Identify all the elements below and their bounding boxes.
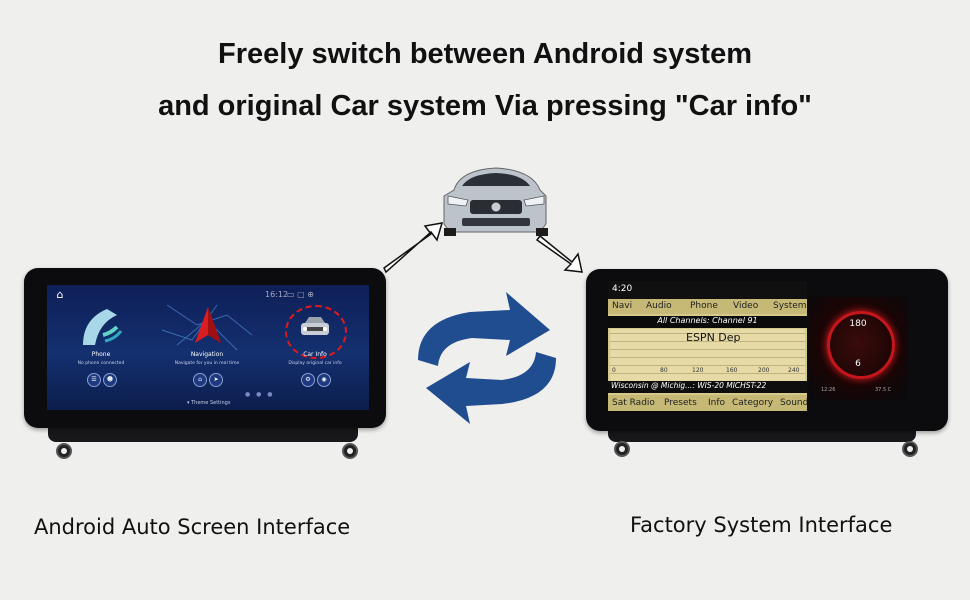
factory-mount-tab-right [902, 441, 918, 457]
home-icon[interactable]: ⌂ [56, 288, 64, 301]
car-status-icon[interactable]: ◉ [317, 373, 331, 387]
scale-tick: 240 [788, 367, 800, 374]
factory-tab-bar: Navi Audio Phone Video System [608, 299, 807, 314]
caption-android: Android Auto Screen Interface [34, 515, 351, 539]
tab-phone[interactable]: Phone [690, 301, 718, 311]
android-mount-tab-right [342, 443, 358, 459]
menu-sat-radio[interactable]: Sat Radio [612, 398, 655, 408]
headline-line-1: Freely switch between Android system [218, 38, 752, 70]
tab-video[interactable]: Video [733, 301, 759, 311]
page-indicator: ● ● ● [245, 391, 275, 398]
menu-info[interactable]: Info [708, 398, 726, 408]
caption-factory: Factory System Interface [630, 513, 893, 537]
car-info-highlight-circle [285, 305, 347, 359]
scale-tick: 120 [692, 367, 704, 374]
theme-settings-label: Theme Settings [191, 400, 231, 406]
phone-contacts-icon[interactable]: ☻ [103, 373, 117, 387]
menu-presets[interactable]: Presets [664, 398, 697, 408]
cluster-time: 12:26 [821, 387, 836, 393]
menu-sound[interactable]: Sound [780, 398, 807, 408]
tab-audio[interactable]: Audio [646, 301, 672, 311]
speed-gauge [827, 311, 895, 379]
status-time: 16:12 [265, 290, 289, 299]
instrument-cluster: 180 6 12:26 37.5 C [809, 297, 907, 400]
android-mount-tab-left [56, 443, 72, 459]
tab-system[interactable]: System [773, 301, 807, 311]
phone-app-icon[interactable] [77, 303, 125, 349]
switch-cycle-arrows-icon [418, 292, 556, 424]
car-front-icon [443, 167, 548, 236]
selected-station[interactable]: ESPN Dep [686, 331, 741, 344]
status-icons: ▭ ▢ ⊕ [287, 290, 314, 299]
car-settings-icon[interactable]: ⚙ [301, 373, 315, 387]
channel-header: All Channels: Channel 91 [608, 316, 807, 328]
menu-category[interactable]: Category [732, 398, 774, 408]
navigation-arrow-icon[interactable] [195, 307, 221, 343]
factory-status-bar: 4:20 [608, 281, 807, 299]
car-info-app-sub: Display original car info [288, 361, 342, 366]
cluster-temp: 37.5 C [875, 387, 892, 393]
car-info-app-label: Car Info [303, 351, 327, 358]
cluster-bottom-value: 6 [855, 359, 861, 369]
factory-radio-screen: 4:20 Navi Audio Phone Video System All C… [608, 281, 807, 411]
factory-time: 4:20 [612, 284, 633, 294]
factory-bottom-menu: Sat Radio Presets Info Category Sound [608, 395, 807, 411]
scale-tick: 200 [758, 367, 770, 374]
arrow-up-right-icon [383, 222, 444, 274]
nav-home-icon[interactable]: ⌂ [193, 373, 207, 387]
phone-app-sub: No phone connected [77, 361, 125, 366]
phone-app-label: Phone [91, 351, 111, 358]
headline-line-2: and original Car system Via pressing "Ca… [158, 90, 812, 122]
cluster-top-value: 180 [849, 319, 867, 329]
android-screen: ⌂ 16:12 ▭ ▢ ⊕ Phone No phone connected ☰… [47, 285, 369, 410]
navigation-app-sub: Navigate for you in real time [174, 361, 240, 366]
scale-tick: 80 [660, 367, 668, 374]
tab-navi[interactable]: Navi [612, 301, 633, 311]
factory-mount-tab-left [614, 441, 630, 457]
theme-settings-link[interactable]: ▾ Theme Settings [187, 400, 231, 406]
arrow-down-right-icon [535, 234, 583, 273]
scale-tick: 0 [612, 367, 616, 374]
channel-grid [610, 329, 805, 381]
scale-tick: 160 [726, 367, 738, 374]
station-info-line: Wisconsin @ Michig...: WIS-20 MICHST-22 [608, 381, 807, 393]
phone-settings-icon[interactable]: ☰ [87, 373, 101, 387]
nav-route-icon[interactable]: ➤ [209, 373, 223, 387]
navigation-app-label: Navigation [190, 351, 224, 358]
